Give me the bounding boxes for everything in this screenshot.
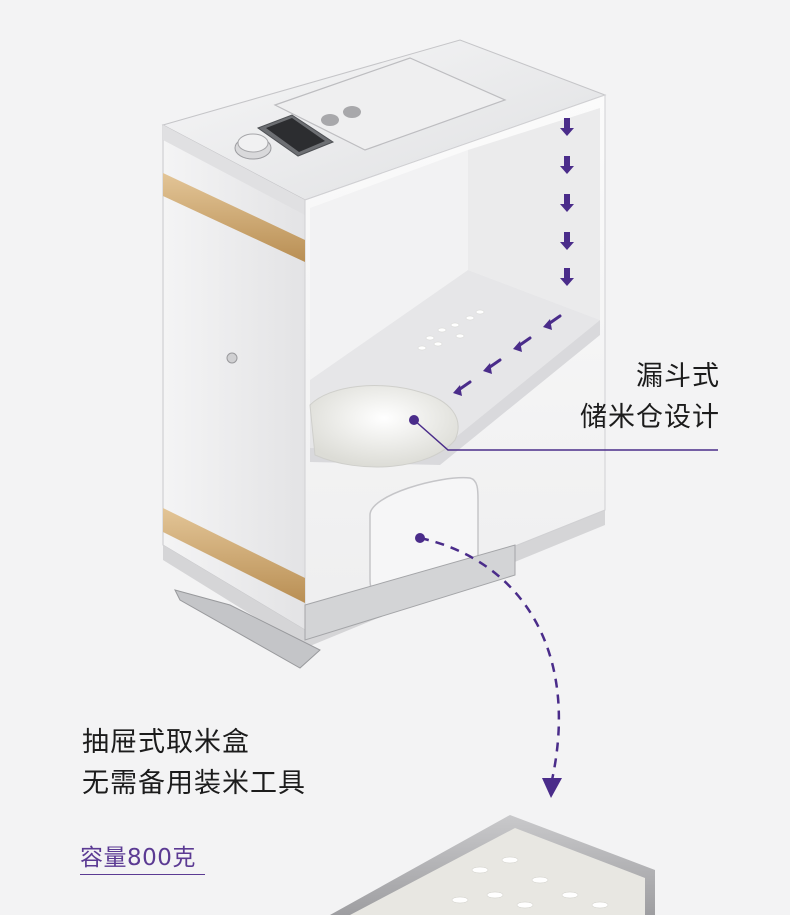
top-front-edge: [163, 125, 305, 215]
lid-button-2: [343, 106, 361, 118]
display-screen: [266, 118, 325, 152]
rail-lower: [163, 508, 305, 603]
cabinet-base: [163, 510, 605, 648]
capacity-label: 容量800克: [80, 845, 196, 871]
bottom-bracket: [174, 589, 321, 669]
hopper-back-wall: [310, 150, 468, 380]
flow-arrow-heads: [453, 319, 552, 396]
flow-arrows-vertical: [560, 118, 574, 286]
drawer-caption: 抽屉式取米盒 无需备用装米工具: [82, 722, 306, 804]
lid-panel: [273, 57, 507, 151]
rice-pile: [309, 385, 459, 468]
drawer-caption-line2: 无需备用装米工具: [82, 768, 306, 799]
funnel-caption-line2: 储米仓设计: [580, 402, 720, 433]
dial-knob-top: [237, 133, 269, 153]
rail-upper: [163, 173, 305, 262]
funnel-callout: [409, 415, 718, 451]
metal-slide-rail: [304, 544, 516, 641]
capacity-underline: [80, 874, 205, 875]
drawer-caption-line1: 抽屉式取米盒: [82, 727, 250, 758]
funnel-caption: 漏斗式 储米仓设计: [565, 356, 720, 438]
funnel-caption-line1: 漏斗式: [636, 361, 720, 392]
rice-grains-scattered: [417, 309, 485, 351]
side-screw: [226, 352, 238, 364]
lid-button-1: [321, 114, 339, 126]
drawer-callout: [415, 533, 562, 798]
tray-rice-grains: [451, 856, 609, 909]
